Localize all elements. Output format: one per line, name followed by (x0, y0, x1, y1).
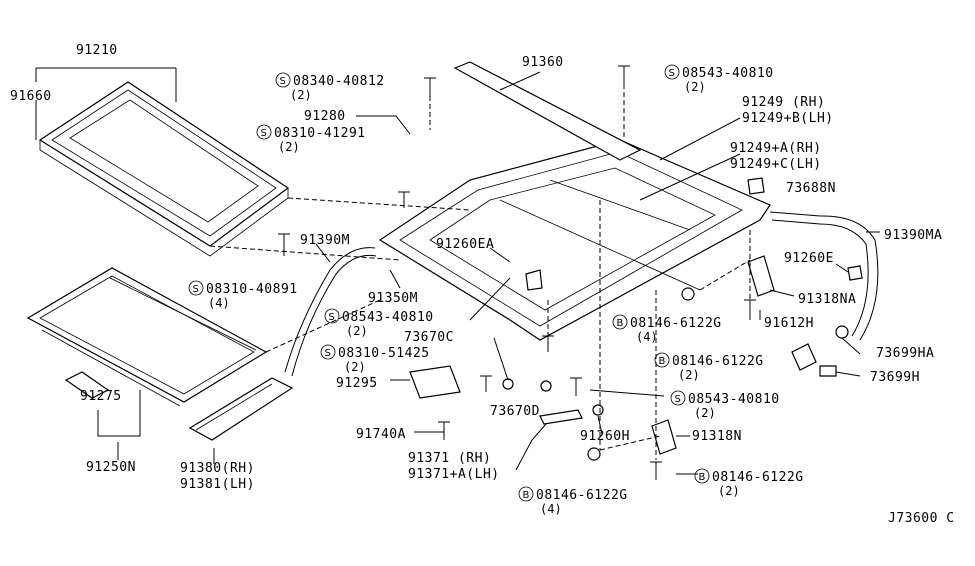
qty-08543-mid: (2) (346, 324, 368, 338)
label-08543-low: 08543-40810 (688, 392, 780, 407)
qty-08146-a: (4) (636, 330, 658, 344)
callout-08310-41291: S 08310-41291 (2) (256, 124, 366, 154)
label-08146-c: 08146-6122G (712, 470, 804, 485)
bolt-symbol: B (699, 472, 706, 483)
glass-lid-part (38, 81, 290, 257)
clip-91260ea (525, 269, 543, 291)
screw-symbol: S (669, 68, 675, 79)
grommet-91612h (791, 343, 817, 371)
qty-08340: (2) (290, 88, 312, 102)
callout-08340: S 08340-40812 (2) (275, 72, 385, 102)
label-73688n: 73688N (786, 181, 836, 196)
screw-symbol: S (325, 348, 331, 359)
label-91360: 91360 (522, 55, 564, 70)
qty-08146-b: (2) (678, 368, 700, 382)
bolt-symbol: B (617, 318, 624, 329)
callout-08146-a: B 08146-6122G (4) (612, 314, 722, 344)
bracket-91318n (651, 419, 677, 455)
label-91260e: 91260E (784, 251, 834, 266)
clip-73688n (747, 177, 765, 195)
label-91249a: 91249+A(RH) (730, 141, 822, 156)
label-91260h: 91260H (580, 429, 630, 444)
label-91318na: 91318NA (798, 292, 856, 307)
label-73699h: 73699H (870, 370, 920, 385)
callout-08146-c: B 08146-6122G (2) (694, 468, 804, 498)
label-08543-mid: 08543-40810 (342, 310, 434, 325)
motor-91295 (409, 365, 461, 399)
callout-08146-b: B 08146-6122G (2) (654, 352, 764, 382)
label-73670c: 73670C (404, 330, 454, 345)
label-91249: 91249 (RH) (742, 95, 825, 110)
label-08340: 08340-40812 (293, 74, 385, 89)
callout-08543-mid: S 08543-40810 (2) (324, 308, 434, 338)
qty-08543-top: (2) (684, 80, 706, 94)
screw-symbol: S (261, 128, 267, 139)
bolt-markers (278, 65, 756, 480)
sunroof-frame-part (378, 139, 771, 341)
label-73699ha: 73699HA (876, 346, 934, 361)
sunshade-part (26, 267, 268, 407)
label-08146-b: 08146-6122G (672, 354, 764, 369)
label-91380: 91380(RH) (180, 461, 255, 476)
label-91381: 91381(LH) (180, 477, 255, 492)
qty-08543-low: (2) (694, 406, 716, 420)
label-91390ma: 91390MA (884, 228, 942, 243)
label-08310-51425: 08310-51425 (338, 346, 430, 361)
bracket-91318na (747, 255, 775, 297)
label-91280: 91280 (304, 109, 346, 124)
link-91371 (539, 409, 583, 425)
screw-symbol: S (329, 312, 335, 323)
qty-08146-d: (4) (540, 502, 562, 516)
bolt-symbol: B (659, 356, 666, 367)
leader-lines (35, 67, 880, 475)
label-91250n: 91250N (86, 460, 136, 475)
label-91260ea: 91260EA (436, 237, 494, 252)
label-91740a: 91740A (356, 427, 406, 442)
label-91275: 91275 (80, 389, 122, 404)
label-91660: 91660 (10, 89, 52, 104)
label-91371: 91371 (RH) (408, 451, 491, 466)
clip-73699ha (835, 325, 849, 339)
reference-lines (209, 84, 751, 460)
screw-symbol: S (675, 394, 681, 405)
callout-08543-top: S 08543-40810 (2) (664, 64, 774, 94)
screw-symbol: S (280, 76, 286, 87)
callout-08310-40891: S 08310-40891 (4) (188, 280, 298, 310)
label-91249c: 91249+C(LH) (730, 157, 822, 172)
drain-hose-left (284, 247, 376, 373)
clip-91260e (847, 265, 863, 281)
label-91295: 91295 (336, 376, 378, 391)
label-08146-a: 08146-6122G (630, 316, 722, 331)
qty-08310-41291: (2) (278, 140, 300, 154)
diagram-id: J73600 C (888, 511, 955, 526)
label-73670d: 73670D (490, 404, 540, 419)
clip-73699h (819, 365, 837, 377)
qty-08146-c: (2) (718, 484, 740, 498)
label-91390m: 91390M (300, 233, 350, 248)
callout-08146-d: B 08146-6122G (4) (518, 486, 628, 516)
front-rail-part (453, 61, 642, 161)
bolt-symbol: B (523, 490, 530, 501)
label-08146-d: 08146-6122G (536, 488, 628, 503)
label-91210: 91210 (76, 43, 118, 58)
label-08310-41291: 08310-41291 (274, 126, 366, 141)
label-91318n: 91318N (692, 429, 742, 444)
label-91350m: 91350M (368, 291, 418, 306)
label-91371a: 91371+A(LH) (408, 467, 500, 482)
label-08310-40891: 08310-40891 (206, 282, 298, 297)
rail-bracket-part (188, 377, 294, 441)
qty-08310-51425: (2) (344, 360, 366, 374)
label-91612h: 91612H (764, 316, 814, 331)
drain-hose-right (769, 211, 879, 341)
label-08543-top: 08543-40810 (682, 66, 774, 81)
callout-08543-low: S 08543-40810 (2) (670, 390, 780, 420)
label-91249b: 91249+B(LH) (742, 111, 834, 126)
screw-symbol: S (193, 284, 199, 295)
callout-08310-51425: S 08310-51425 (2) (320, 344, 430, 374)
qty-08310-40891: (4) (208, 296, 230, 310)
